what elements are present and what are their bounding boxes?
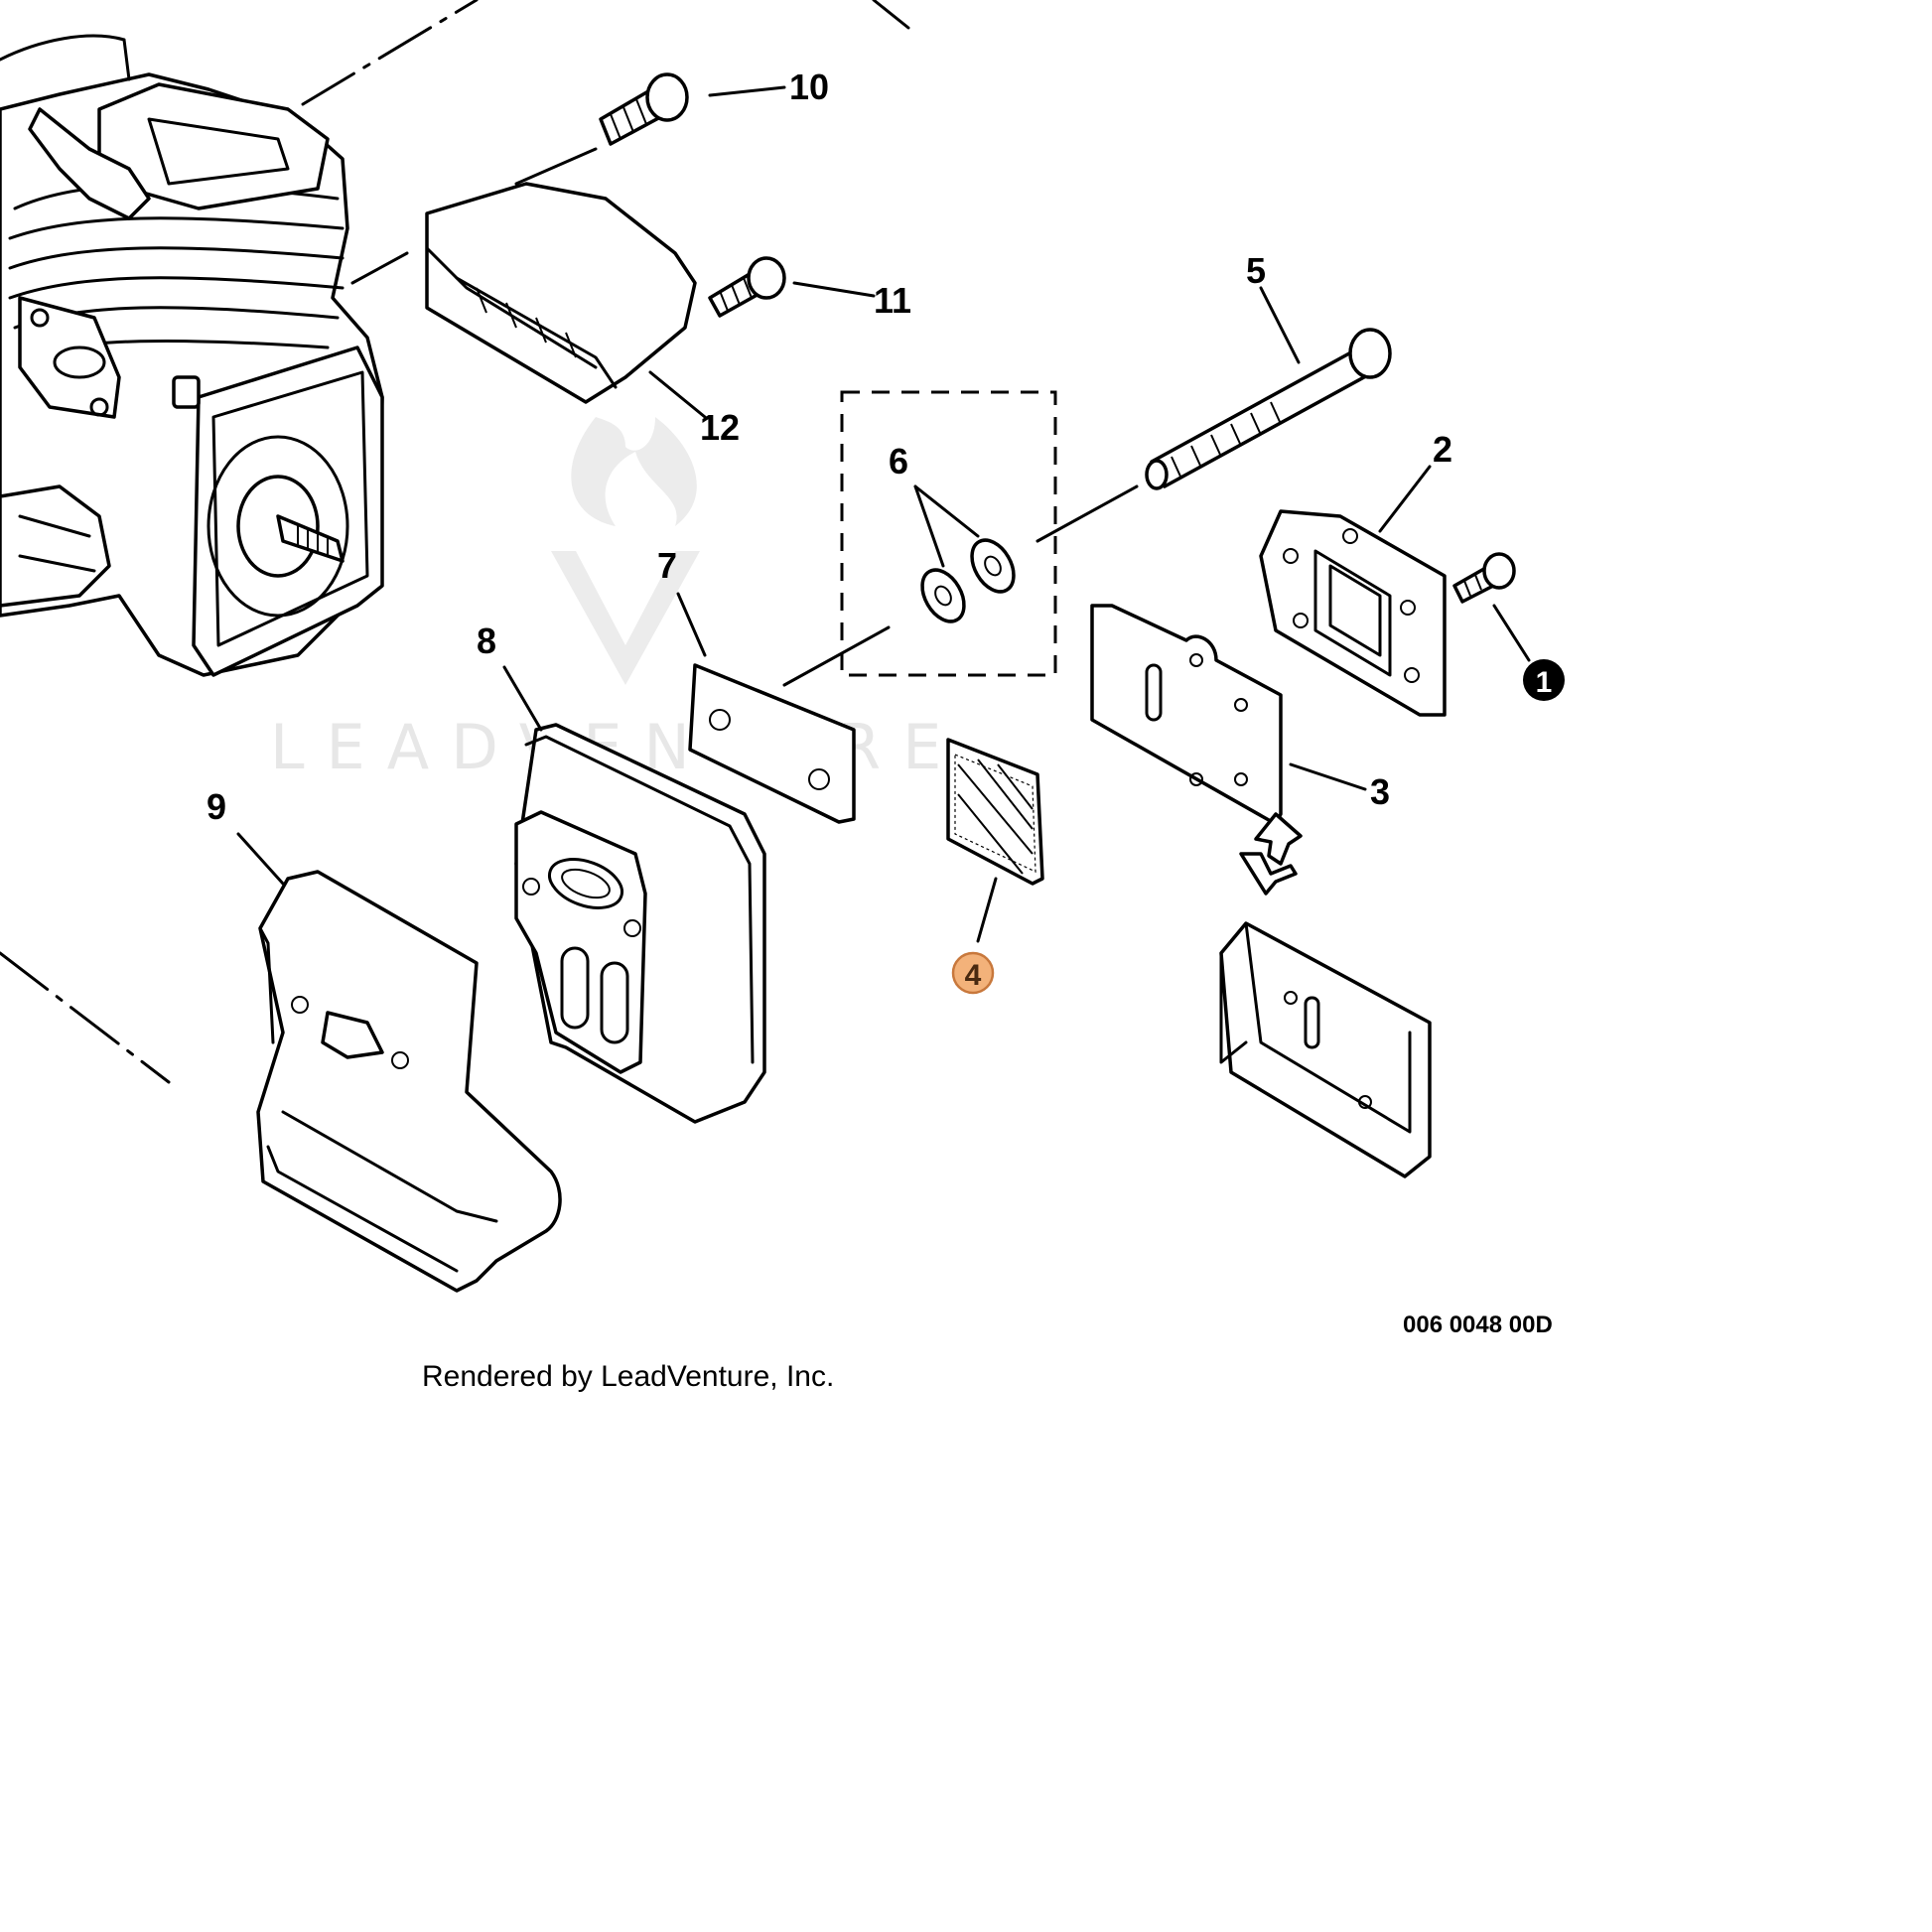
cover-part-12 [425,182,697,404]
callout-6[interactable]: 6 [889,441,908,482]
leader-10 [708,85,786,97]
leader-11 [792,281,876,298]
baffle-tray [1219,921,1432,1178]
callout-5[interactable]: 5 [1246,250,1266,291]
engine-cylinder-assembly [0,34,384,677]
gasket-part-7 [688,663,856,824]
washers-part-6 [920,538,1016,623]
callout-1[interactable]: 1 [1523,659,1565,701]
long-bolt-part-5 [1145,328,1392,490]
callout-4-highlighted[interactable]: 4 [951,951,995,995]
leader-9 [236,832,285,886]
callout-7[interactable]: 7 [657,545,677,586]
callout-11[interactable]: 11 [874,280,911,321]
callout-12[interactable]: 12 [700,407,740,448]
leader-7 [676,592,707,657]
kit-dashed-box [840,390,1057,677]
screw-part-10 [599,72,689,146]
callout-3[interactable]: 3 [1370,771,1390,812]
leader-5 [1259,286,1301,364]
leader-1 [1492,604,1531,662]
callout-8[interactable]: 8 [477,621,496,661]
orientation-arrows [1239,812,1303,896]
callout-9[interactable]: 9 [207,786,226,827]
leader-2 [1378,465,1432,533]
heat-shield-part-9 [256,870,562,1293]
muffler-part-8 [514,723,766,1124]
screw-part-1 [1452,552,1516,604]
leader-6a [913,484,945,568]
flange-part-2 [1259,509,1447,717]
leader-3 [1289,762,1367,791]
screw-part-11 [708,256,786,318]
leader-12 [648,370,707,419]
callout-2[interactable]: 2 [1433,429,1452,470]
leader-4 [976,877,998,943]
callout-10[interactable]: 10 [789,67,829,107]
leader-6b [913,484,980,538]
plate-part-3 [1090,604,1283,826]
svg-text:4: 4 [965,959,982,992]
watermark-logo [551,417,700,685]
diagram-code: 006 0048 00D [1403,1311,1553,1338]
leader-8 [502,665,543,732]
rendered-by-credit: Rendered by LeadVenture, Inc. [422,1360,834,1393]
svg-text:1: 1 [1536,666,1553,699]
screen-part-4 [946,738,1044,886]
